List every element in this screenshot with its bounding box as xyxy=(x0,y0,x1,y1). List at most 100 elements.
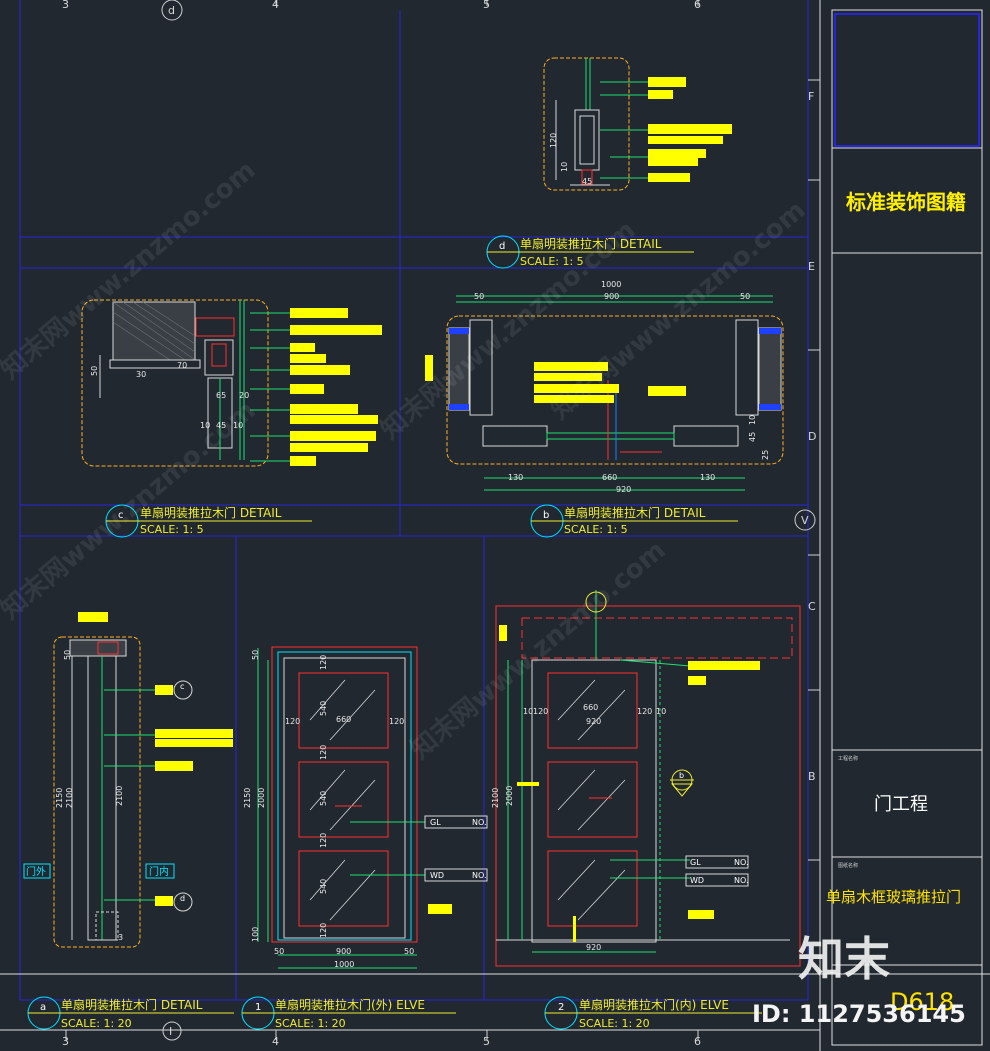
detail-c-dim-10a: 10 xyxy=(200,421,210,430)
elevation-1-tag-gl: GL xyxy=(430,818,441,827)
detail-b-title: 单扇明装推拉木门 DETAIL xyxy=(564,505,706,520)
elevation-2-bubble: 2 xyxy=(544,996,762,1030)
elevation-1-dim-120-d: 120 xyxy=(319,923,328,938)
elevation-1-dim-120-a: 120 xyxy=(319,655,328,670)
grid-bubble-v-label: V xyxy=(801,514,809,527)
grid-col-3-top: 3 xyxy=(62,0,69,11)
sheet-grid-lines xyxy=(19,0,809,1001)
grid-col-6-top: 6 xyxy=(694,0,701,11)
detail-c-dim-70: 70 xyxy=(177,361,187,370)
detail-b-bubble: b xyxy=(530,504,738,538)
grid-tick-marks xyxy=(65,0,820,1040)
elevation-2-drawing xyxy=(495,590,801,967)
elevation-1-dim-50-br: 50 xyxy=(404,947,414,956)
detail-c-title: 单扇明装推拉木门 DETAIL xyxy=(140,505,282,520)
grid-row-b: B xyxy=(808,770,816,783)
detail-c-dim-10b: 10 xyxy=(233,421,243,430)
elevation-2-tag-wd-no: NO. xyxy=(734,876,749,885)
detail-a-ref-d: d xyxy=(180,894,185,903)
elevation-1-dim-540-a: 540 xyxy=(319,701,328,716)
detail-c-bubble-letter: c xyxy=(118,510,124,521)
detail-a-dim-2150: 2150 xyxy=(55,788,64,808)
detail-b-dim-10: 10 xyxy=(748,415,757,425)
watermark-2: 知末网www.znzmo.com xyxy=(375,215,641,445)
detail-b-dim-130-right: 130 xyxy=(700,473,715,482)
watermark-id: ID: 1127536145 xyxy=(752,1000,966,1028)
elevation-1-dim-540-b: 540 xyxy=(319,791,328,806)
elevation-1-bubble: 1 xyxy=(241,996,456,1030)
detail-d-dim-45: 45 xyxy=(582,177,592,186)
elevation-1-dim-120-right: 120 xyxy=(389,717,404,726)
watermark-logo: 知末 xyxy=(798,932,890,986)
detail-a-drawing xyxy=(23,612,233,948)
detail-b-dim-45: 45 xyxy=(748,432,757,442)
elevation-1-dim-2150: 2150 xyxy=(243,788,252,808)
elevation-2-dim-10-left: 10 xyxy=(523,707,533,716)
detail-c-dim-45: 45 xyxy=(216,421,226,430)
elevation-1-dim-120-left: 120 xyxy=(285,717,300,726)
elevation-2-tag-gl: GL xyxy=(690,858,701,867)
elevation-1-dim-900: 900 xyxy=(336,947,351,956)
detail-b-dim-50-right: 50 xyxy=(740,292,750,301)
elevation-2-tag-gl-no: NO. xyxy=(734,858,749,867)
elevation-1-dim-120-c: 120 xyxy=(319,833,328,848)
elevation-1-title: 单扇明装推拉木门(外) ELVE xyxy=(275,997,425,1012)
elevation-1-dim-660: 660 xyxy=(336,715,351,724)
elevation-2-dim-120-left: 120 xyxy=(533,707,548,716)
detail-a-dim-2100-left: 2100 xyxy=(65,788,74,808)
elevation-1-dim-540-c: 540 xyxy=(319,879,328,894)
detail-d-bubble: d xyxy=(486,235,694,269)
title-block-drawing-caption: 图纸名称 xyxy=(838,862,858,869)
elevation-2-dim-660: 660 xyxy=(583,703,598,712)
detail-d-dim-10: 10 xyxy=(560,162,569,172)
elevation-2-dim-120-right: 120 xyxy=(637,707,652,716)
elevation-2-scale: SCALE: 1: 20 xyxy=(579,1017,650,1030)
elevation-2-tag-wd: WD xyxy=(690,876,704,885)
elevation-2-dim-2000: 2000 xyxy=(505,786,514,806)
elevation-2-dim-920: 920 xyxy=(586,717,601,726)
grid-col-4-top: 4 xyxy=(272,0,279,11)
detail-a-label-door-outside: 门外 xyxy=(26,865,46,878)
elevation-1-dim-1000: 1000 xyxy=(334,960,354,969)
title-block-project-caption: 工程名称 xyxy=(838,755,858,762)
detail-a-bubble-letter: a xyxy=(40,1002,46,1013)
grid-row-c: C xyxy=(808,600,816,613)
grid-bubble-i-label: I xyxy=(169,1025,172,1038)
detail-b-dim-25: 25 xyxy=(761,450,770,460)
grid-col-5-bottom: 5 xyxy=(483,1035,490,1048)
detail-d-title: 单扇明装推拉木门 DETAIL xyxy=(520,236,662,251)
grid-bubble-v: V xyxy=(794,509,816,531)
detail-b-dim-660: 660 xyxy=(602,473,617,482)
grid-row-d: D xyxy=(808,430,816,443)
elevation-1-tag-gl-no: NO. xyxy=(472,818,487,827)
detail-a-ref-c: c xyxy=(180,682,184,691)
watermark-5: 知末网www.znzmo.com xyxy=(405,535,671,765)
detail-b-dim-50-left: 50 xyxy=(474,292,484,301)
title-block-project: 门工程 xyxy=(874,794,928,815)
detail-d-drawing xyxy=(543,57,732,191)
detail-b-dim-900: 900 xyxy=(604,292,619,301)
watermark-group: 知末网www.znzmo.com 知末网www.znzmo.com 知末网www… xyxy=(0,155,811,765)
grid-row-f: F xyxy=(808,90,814,103)
elevation-1-tag-wd-no: NO. xyxy=(472,871,487,880)
detail-a-dim-50: 50 xyxy=(63,650,72,660)
detail-d-bubble-letter: d xyxy=(499,241,505,252)
elevation-1-scale: SCALE: 1: 20 xyxy=(275,1017,346,1030)
grid-col-3-bottom: 3 xyxy=(62,1035,69,1048)
elevation-2-dim-2100: 2100 xyxy=(491,788,500,808)
detail-c-dim-65: 65 xyxy=(216,391,226,400)
detail-a-dim-3: 3 xyxy=(118,933,123,942)
title-block-brand: 标准装饰图籍 xyxy=(846,190,966,214)
detail-b-drawing xyxy=(425,295,784,491)
detail-d-dim-120: 120 xyxy=(549,133,558,148)
detail-c-dim-50: 50 xyxy=(90,366,99,376)
grid-col-5-top: 5 xyxy=(483,0,490,11)
detail-a-bubble: a xyxy=(27,996,234,1030)
detail-a-label-door-inside: 门内 xyxy=(149,865,169,878)
grid-bubble-d-label: d xyxy=(168,4,175,17)
detail-d-scale: SCALE: 1: 5 xyxy=(520,255,584,268)
grid-row-e: E xyxy=(808,260,815,273)
grid-bubble-i-bottom: I xyxy=(162,1021,182,1041)
